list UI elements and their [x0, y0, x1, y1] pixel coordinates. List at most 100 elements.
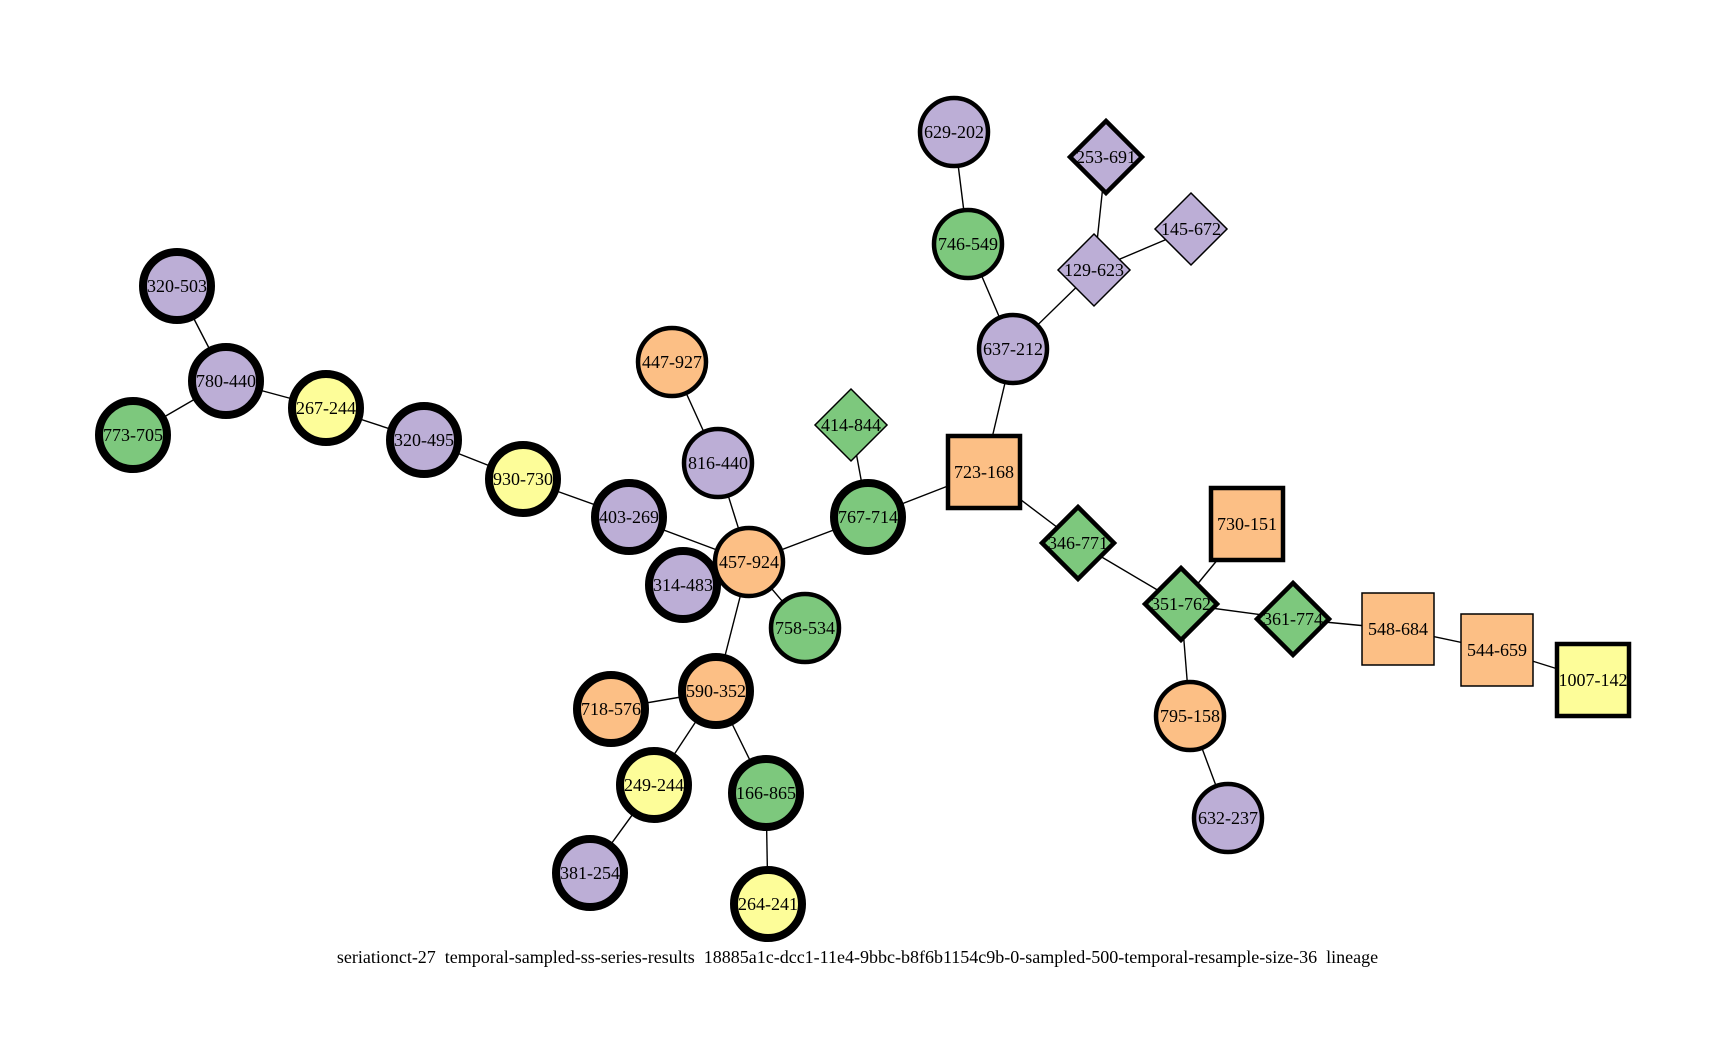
node-930-730: 930-730 — [485, 441, 561, 517]
node-shape-square — [1554, 641, 1632, 719]
node-shape-circle — [139, 248, 215, 324]
node-label: 403-269 — [599, 507, 659, 527]
node-shape-diamond — [813, 387, 889, 463]
node-773-705: 773-705 — [95, 397, 171, 473]
node-label: 264-241 — [738, 894, 798, 914]
node-label: 629-202 — [924, 122, 984, 142]
node-shape-square — [1460, 613, 1534, 687]
node-shape-diamond — [1141, 564, 1221, 644]
node-label: 320-495 — [394, 430, 454, 450]
node-shape-circle — [616, 747, 692, 823]
node-637-212: 637-212 — [976, 312, 1050, 386]
node-544-659: 544-659 — [1460, 613, 1534, 687]
node-shape-circle — [712, 525, 786, 599]
node-shape-circle — [188, 343, 264, 419]
node-label: 773-705 — [103, 425, 163, 445]
node-label: 632-237 — [1198, 808, 1258, 828]
node-shape-circle — [830, 479, 906, 555]
node-label: 816-440 — [688, 453, 748, 473]
node-label: 544-659 — [1467, 640, 1527, 660]
node-label: 145-672 — [1161, 219, 1221, 239]
node-shape-circle — [591, 479, 667, 555]
node-shape-diamond — [1056, 232, 1132, 308]
node-447-927: 447-927 — [635, 325, 709, 399]
node-shape-diamond — [1066, 117, 1146, 197]
node-shape-square — [1208, 485, 1286, 563]
node-label: 253-691 — [1076, 147, 1136, 167]
node-label: 457-924 — [719, 552, 779, 572]
node-403-269: 403-269 — [591, 479, 667, 555]
node-label: 166-865 — [736, 783, 796, 803]
node-267-244: 267-244 — [288, 370, 364, 446]
node-label: 129-623 — [1064, 260, 1124, 280]
node-632-237: 632-237 — [1191, 781, 1265, 855]
node-457-924: 457-924 — [712, 525, 786, 599]
node-label: 351-762 — [1151, 594, 1211, 614]
node-249-244: 249-244 — [616, 747, 692, 823]
node-label: 414-844 — [821, 415, 881, 435]
node-314-483: 314-483 — [645, 547, 721, 623]
node-shape-square — [945, 433, 1023, 511]
node-label: 795-158 — [1160, 706, 1220, 726]
node-shape-circle — [1153, 679, 1227, 753]
node-label: 780-440 — [196, 371, 256, 391]
node-shape-circle — [678, 653, 754, 729]
node-780-440: 780-440 — [188, 343, 264, 419]
node-shape-diamond — [1038, 503, 1118, 583]
node-label: 746-549 — [938, 234, 998, 254]
node-795-158: 795-158 — [1153, 679, 1227, 753]
node-264-241: 264-241 — [730, 866, 806, 942]
node-629-202: 629-202 — [917, 95, 991, 169]
node-shape-square — [1361, 592, 1435, 666]
node-1007-142: 1007-142 — [1554, 641, 1632, 719]
node-723-168: 723-168 — [945, 433, 1023, 511]
node-shape-diamond — [1253, 579, 1333, 659]
node-346-771: 346-771 — [1038, 503, 1118, 583]
node-166-865: 166-865 — [728, 755, 804, 831]
node-shape-circle — [635, 325, 709, 399]
node-shape-circle — [95, 397, 171, 473]
node-381-254: 381-254 — [552, 835, 628, 911]
node-label: 548-684 — [1368, 619, 1428, 639]
node-shape-circle — [573, 671, 649, 747]
node-label: 590-352 — [686, 681, 746, 701]
node-320-495: 320-495 — [386, 402, 462, 478]
node-label: 361-774 — [1263, 609, 1323, 629]
node-351-762: 351-762 — [1141, 564, 1221, 644]
node-label: 447-927 — [642, 352, 702, 372]
node-shape-circle — [485, 441, 561, 517]
node-shape-circle — [976, 312, 1050, 386]
node-shape-circle — [386, 402, 462, 478]
node-label: 381-254 — [560, 863, 620, 883]
node-label: 767-714 — [838, 507, 898, 527]
node-129-623: 129-623 — [1056, 232, 1132, 308]
node-shape-circle — [552, 835, 628, 911]
node-label: 267-244 — [296, 398, 356, 418]
node-361-774: 361-774 — [1253, 579, 1333, 659]
nodes-layer: 320-503 780-440 773-705 267-244 320-495 930-7… — [95, 95, 1632, 942]
node-label: 930-730 — [493, 469, 553, 489]
node-shape-circle — [645, 547, 721, 623]
node-shape-circle — [931, 207, 1005, 281]
node-590-352: 590-352 — [678, 653, 754, 729]
node-758-534: 758-534 — [768, 591, 842, 665]
node-548-684: 548-684 — [1361, 592, 1435, 666]
node-shape-circle — [917, 95, 991, 169]
node-767-714: 767-714 — [830, 479, 906, 555]
node-shape-circle — [1191, 781, 1265, 855]
node-shape-circle — [728, 755, 804, 831]
node-746-549: 746-549 — [931, 207, 1005, 281]
node-label: 1007-142 — [1559, 670, 1628, 690]
node-label: 730-151 — [1217, 514, 1277, 534]
node-145-672: 145-672 — [1153, 191, 1229, 267]
node-shape-circle — [768, 591, 842, 665]
node-shape-circle — [288, 370, 364, 446]
graph-caption: seriationct-27 temporal-sampled-ss-serie… — [336, 947, 1379, 967]
node-718-576: 718-576 — [573, 671, 649, 747]
node-label: 637-212 — [983, 339, 1043, 359]
node-label: 314-483 — [653, 575, 713, 595]
node-label: 758-534 — [775, 618, 835, 638]
node-label: 346-771 — [1048, 533, 1108, 553]
node-320-503: 320-503 — [139, 248, 215, 324]
